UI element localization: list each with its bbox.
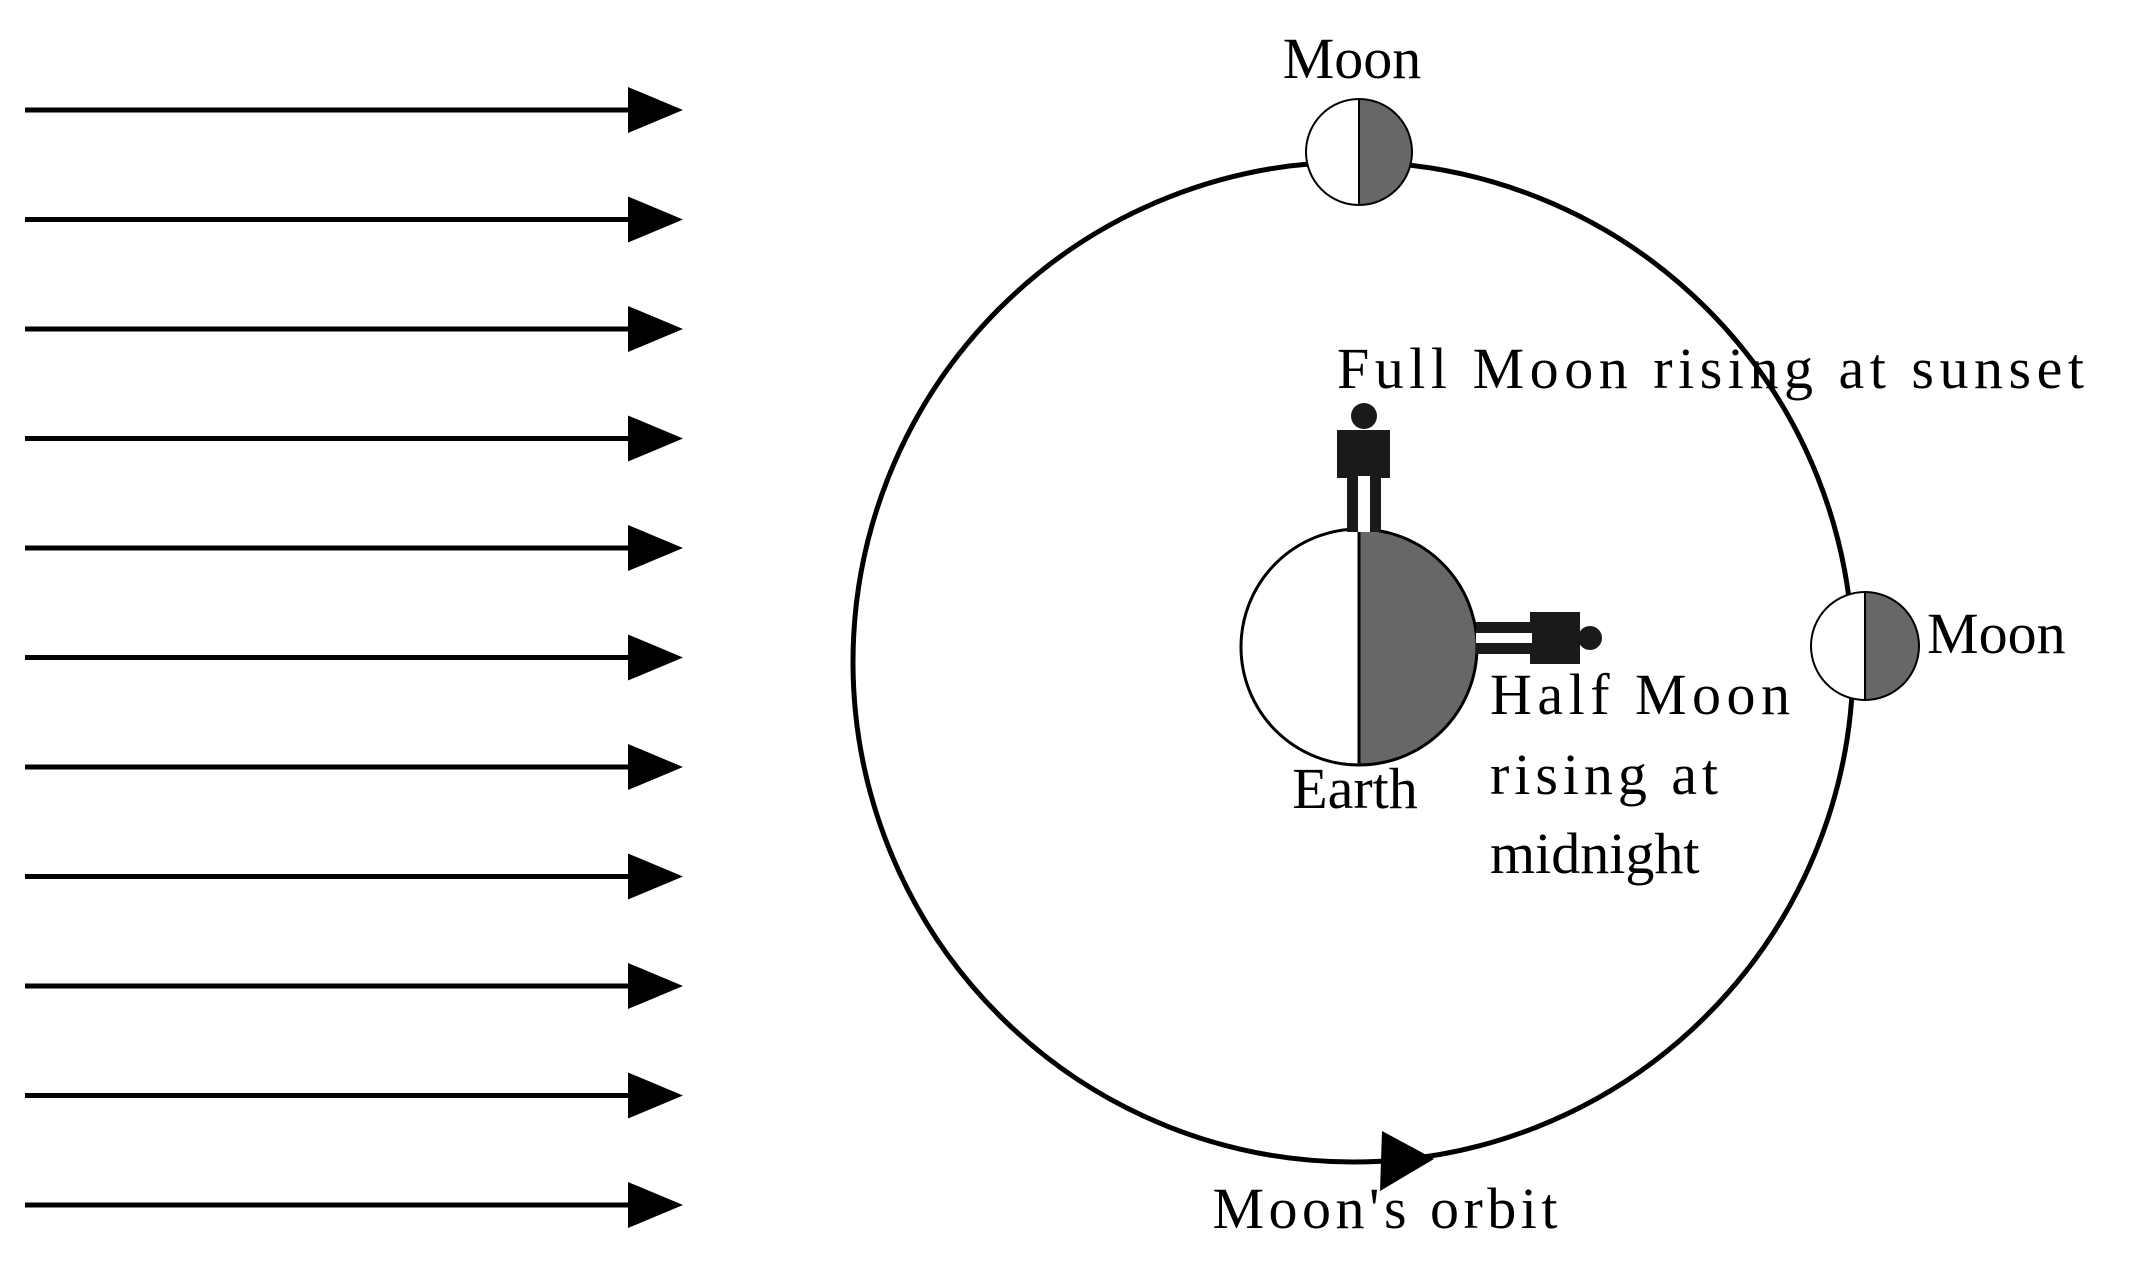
earth-label: Earth <box>1292 756 1418 821</box>
person-lying-icon <box>1476 612 1602 664</box>
sunlight-rays <box>25 87 683 1228</box>
orbit-label: Moon's orbit <box>1213 1176 1558 1241</box>
sun-ray-arrow-icon <box>25 415 683 462</box>
sun-ray-arrow-icon <box>25 963 683 1009</box>
sun-ray-arrow-icon <box>25 1072 683 1119</box>
sun-ray-arrow-icon <box>25 744 683 790</box>
half-moon-caption-line3: midnight <box>1490 821 1699 886</box>
moon-right <box>1810 591 1920 701</box>
sun-ray-arrow-icon <box>25 525 683 571</box>
earth <box>1239 527 1479 767</box>
full-moon-caption: Full Moon rising at sunset <box>1337 336 2084 401</box>
sun-ray-arrow-icon <box>25 634 683 681</box>
moon-top <box>1305 98 1413 206</box>
moon-right-label: Moon <box>1927 601 2066 666</box>
half-moon-caption-line1: Half Moon <box>1490 662 1790 727</box>
sun-ray-arrow-icon <box>25 196 683 243</box>
sun-ray-arrow-icon <box>25 87 683 133</box>
person-standing-icon <box>1337 403 1390 532</box>
sun-ray-arrow-icon <box>25 1182 683 1228</box>
moon-top-label: Moon <box>1283 26 1422 91</box>
sun-ray-arrow-icon <box>25 306 683 352</box>
sun-ray-arrow-icon <box>25 853 683 900</box>
orbit-direction-arrow-icon <box>1380 1131 1434 1191</box>
half-moon-caption-line2: rising at <box>1490 742 1718 807</box>
